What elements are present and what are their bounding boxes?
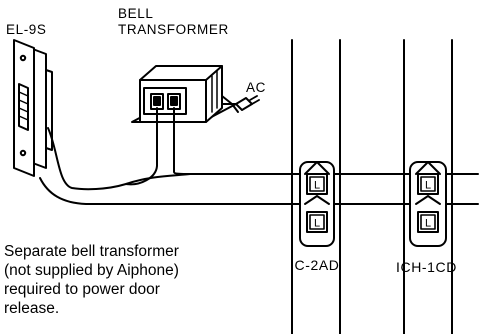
terminal-label: L — [425, 180, 431, 192]
wiring-note: Separate bell transformer (not supplied … — [4, 242, 264, 318]
terminal-label: L — [314, 180, 320, 192]
station-ic2ad — [299, 161, 335, 247]
note-line: required to power door — [4, 281, 160, 298]
station-ich1cd — [409, 161, 447, 247]
door-station-el9s — [13, 39, 53, 177]
vertical-wires — [291, 39, 453, 334]
note-line: (not supplied by Aiphone) — [4, 262, 179, 279]
horizontal-wires — [39, 107, 479, 205]
transformer-label-line2: TRANSFORMER — [118, 22, 229, 37]
terminal-label: L — [314, 218, 320, 230]
note-line: Separate bell transformer — [4, 243, 179, 260]
door-station-label: EL-9S — [6, 22, 47, 37]
station-label-ic2ad: IC-2AD — [290, 257, 340, 273]
ac-label: AC — [246, 80, 266, 95]
bell-transformer — [131, 65, 237, 123]
terminal-label: L — [425, 218, 431, 230]
ac-plug — [221, 95, 260, 113]
transformer-label-line1: BELL — [118, 6, 154, 21]
station-label-ich1cd: ICH-1CD — [396, 259, 457, 275]
note-line: release. — [4, 300, 60, 317]
